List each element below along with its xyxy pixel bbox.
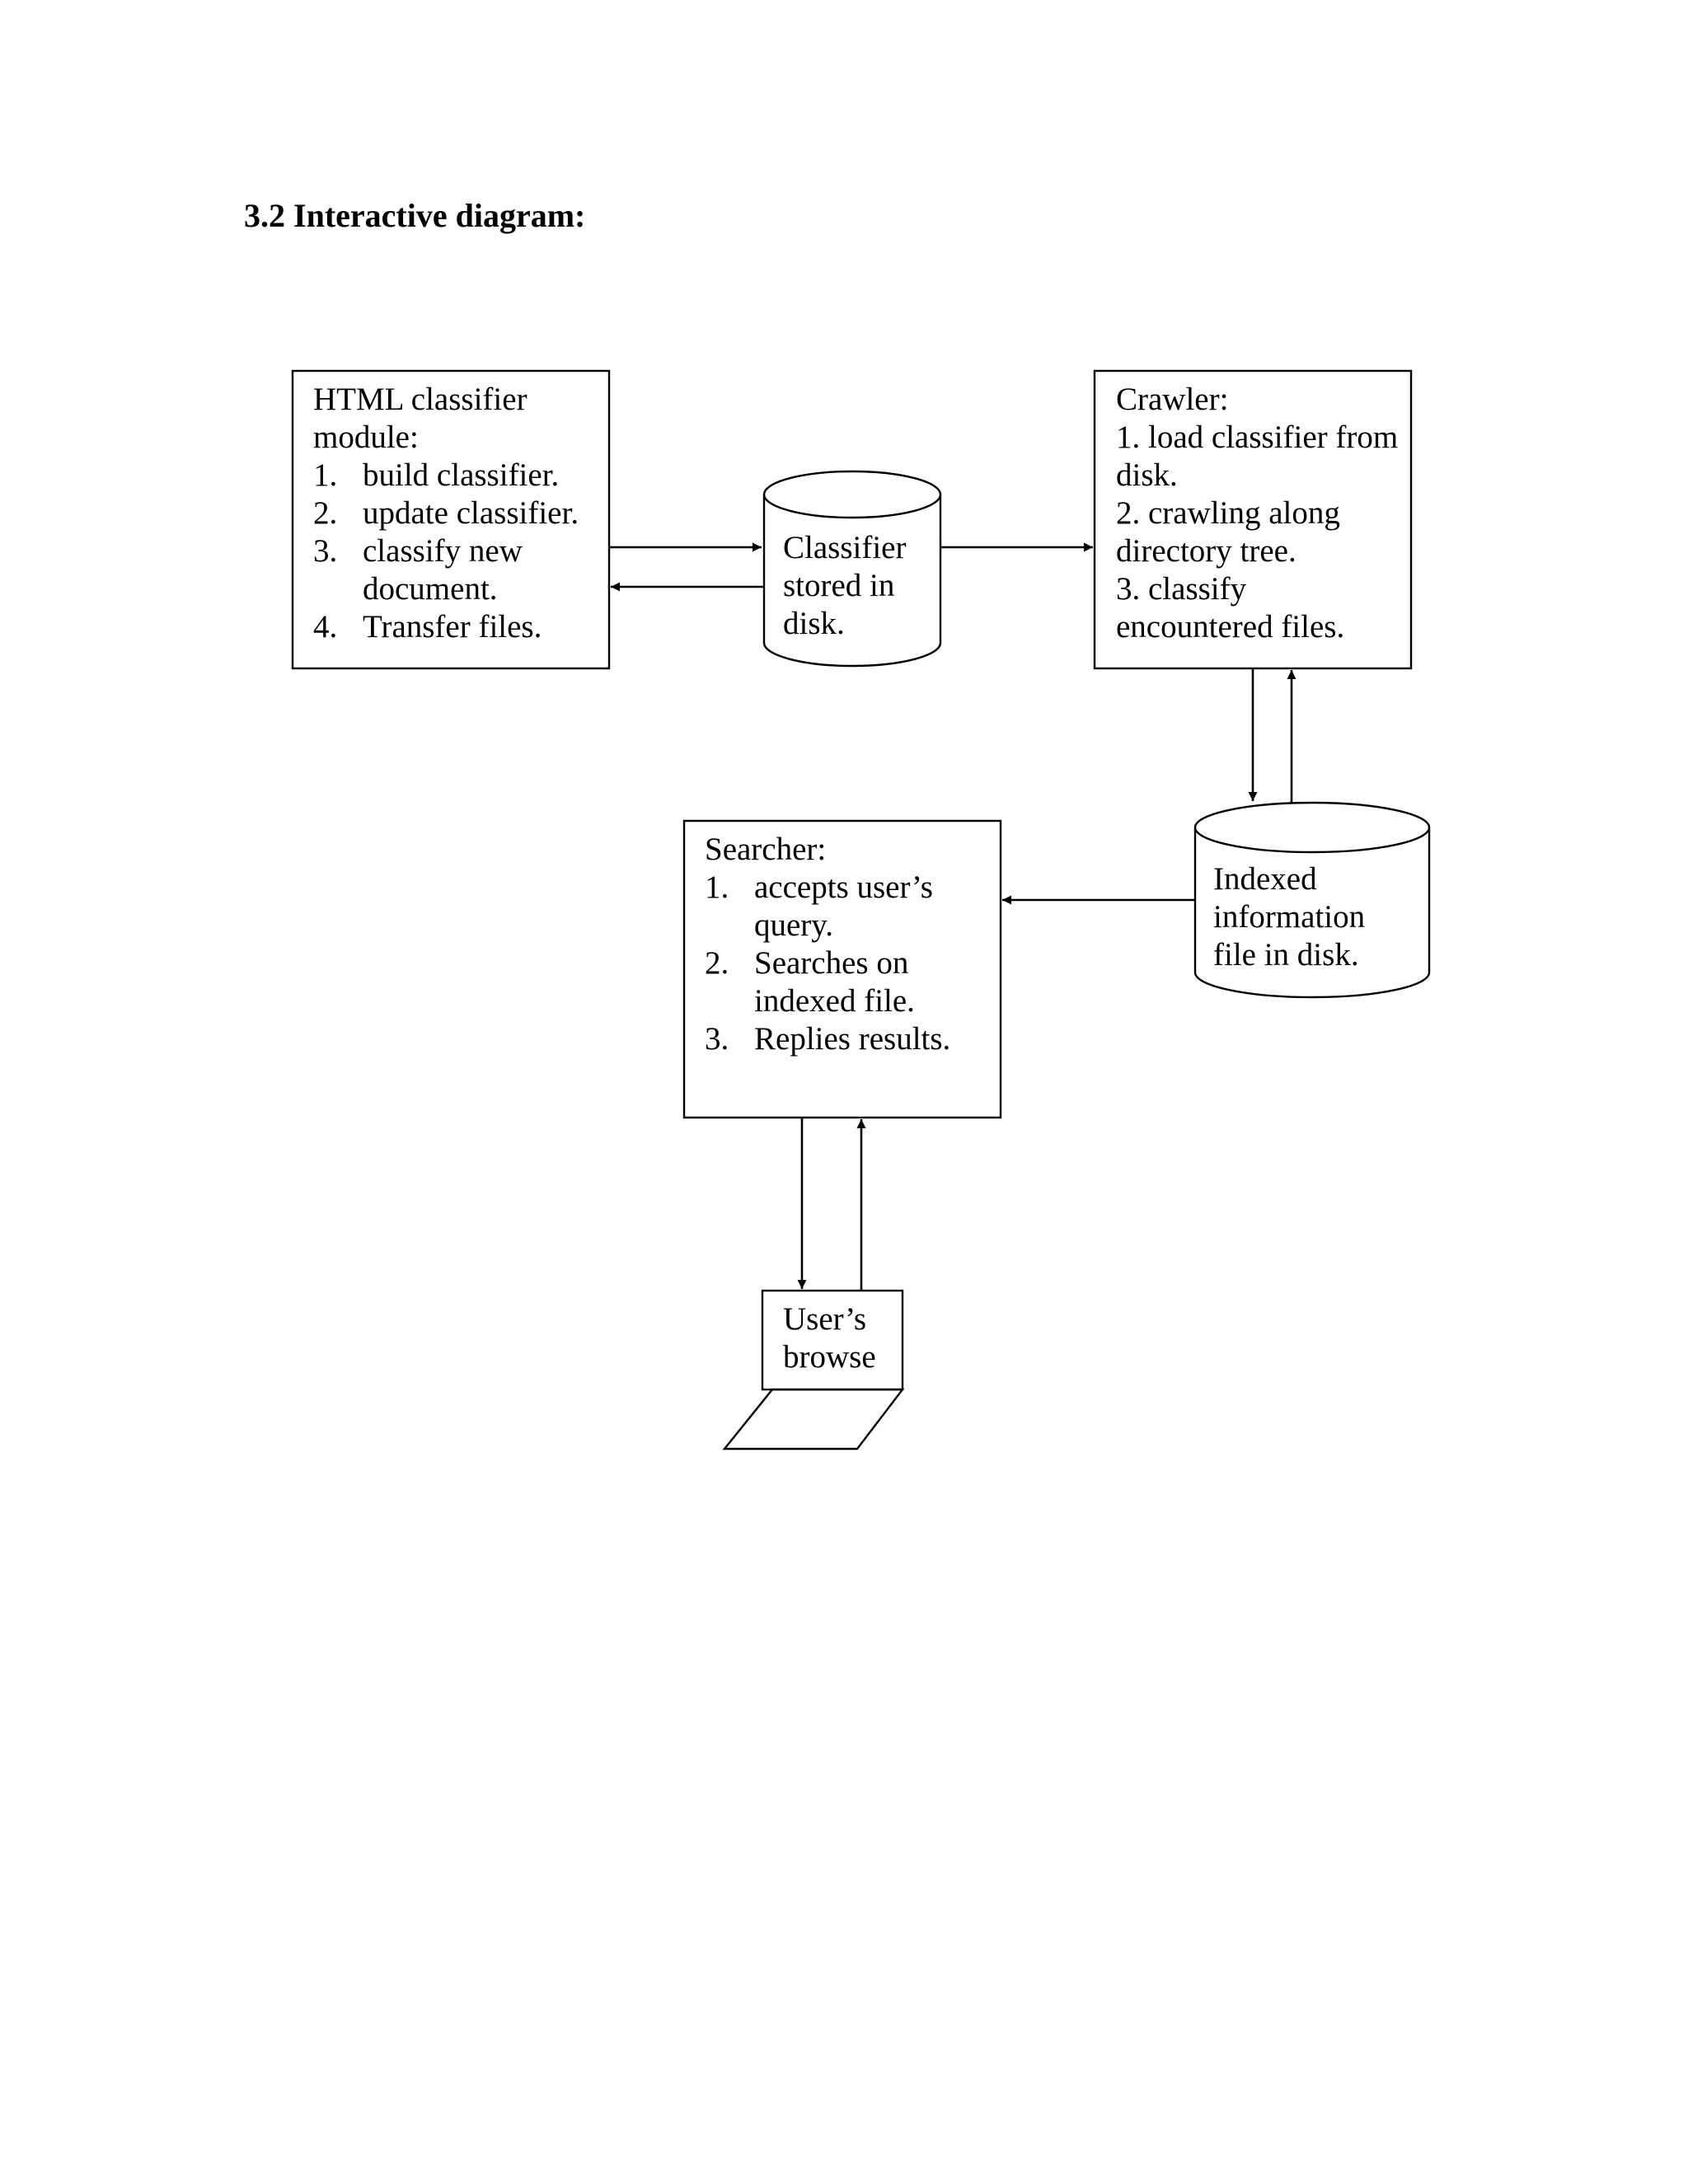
list-item: 3.classify new document. <box>313 533 523 607</box>
list-item: 1.build classifier. <box>313 457 560 493</box>
html-classifier-text: HTML classifier module: 1.build classifi… <box>313 381 598 646</box>
list-item: 1.accepts user’s query. <box>705 869 933 943</box>
list-item: 2.update classifier. <box>313 495 579 531</box>
list-item: 2.Searches on indexed file. <box>705 945 915 1019</box>
list-item: 2. crawling along directory tree. <box>1116 495 1340 569</box>
crawler-list: 1. load classifier from disk. 2. crawlin… <box>1116 419 1404 646</box>
classifier-store-cylinder <box>762 470 942 668</box>
browser-label: User’s browse <box>783 1301 876 1375</box>
searcher-box <box>682 819 1002 1119</box>
searcher-list: 1.accepts user’s query. 2.Searches on in… <box>705 869 993 1058</box>
crawler-title: Crawler: <box>1116 382 1229 417</box>
browser-keyboard <box>722 1388 905 1451</box>
searcher-title: Searcher: <box>705 832 827 867</box>
list-item: 3.Replies results. <box>705 1021 951 1057</box>
index-store-cylinder <box>1193 801 1431 999</box>
classifier-store-label: Classifier stored in disk. <box>783 530 907 636</box>
crawler-text: Crawler: 1. load classifier from disk. 2… <box>1116 381 1404 646</box>
list-item: 3. classify encountered files. <box>1116 571 1345 644</box>
html-classifier-box <box>291 369 611 670</box>
html-classifier-list: 1.build classifier. 2.update classifier.… <box>313 457 598 646</box>
searcher-text: Searcher: 1.accepts user’s query. 2.Sear… <box>705 831 993 1058</box>
page-heading: 3.2 Interactive diagram: <box>244 197 586 234</box>
index-store-label: Indexed information file in disk. <box>1213 861 1366 968</box>
list-item: 1. load classifier from disk. <box>1116 419 1399 493</box>
html-classifier-title: HTML classifier module: <box>313 382 528 455</box>
list-item: 4.Transfer files. <box>313 609 542 644</box>
